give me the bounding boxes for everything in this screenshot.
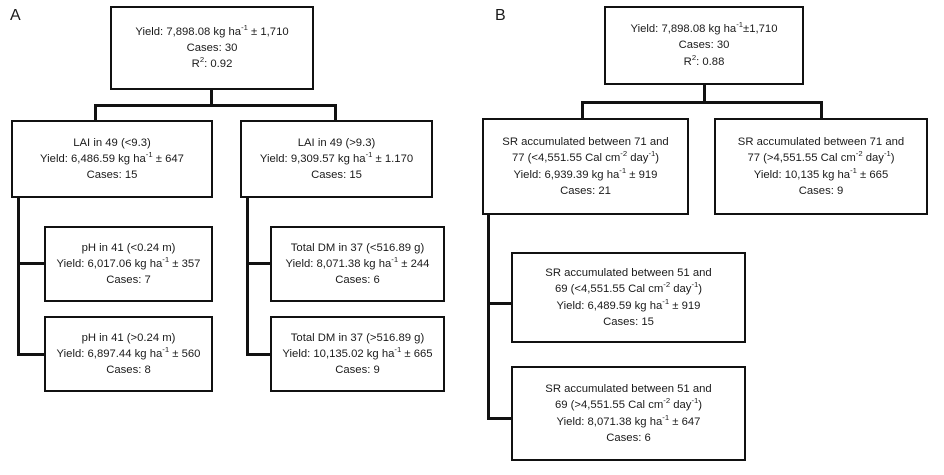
panel-b-sr51-low-node: SR accumulated between 51 and 69 (<4,551… <box>511 252 746 343</box>
panel-b-edge-to-sr71-low <box>581 101 584 119</box>
panel-b-sr51-high-cases: Cases: 6 <box>606 431 651 444</box>
panel-a-lai-low-cases: Cases: 15 <box>86 169 138 182</box>
panel-a-edge-to-dm-high <box>246 353 271 356</box>
panel-b-sr71-high-split-line1: SR accumulated between 71 and <box>737 136 905 149</box>
panel-b-edge-root-stem <box>703 85 706 103</box>
panel-b-sr51-low-yield: Yield: 6,489.59 kg ha-1 ± 919 <box>556 296 701 312</box>
panel-b-root-cases: Cases: 30 <box>678 39 730 52</box>
panel-b-sr71-high-node: SR accumulated between 71 and 77 (>4,551… <box>714 118 928 215</box>
panel-b-root-r2: R2: 0.88 <box>683 52 725 68</box>
panel-b-root-yield: Yield: 7,898.08 kg ha-1±1,710 <box>630 20 778 36</box>
panel-a-root-yield: Yield: 7,898.08 kg ha-1 ± 1,710 <box>135 23 289 38</box>
panel-a-ph-high-split: pH in 41 (>0.24 m) <box>81 331 176 344</box>
panel-a-edge-lai-low-stem <box>17 198 20 356</box>
panel-b-label: B <box>495 7 506 24</box>
panel-a-dm-high-yield: Yield: 10,135.02 kg ha-1 ± 665 <box>282 345 433 360</box>
panel-a-dm-high-split: Total DM in 37 (>516.89 g) <box>290 331 425 344</box>
panel-a-root-r2: R2: 0.92 <box>191 55 233 71</box>
panel-b-sr71-low-split-line2: 77 (<4,551.55 Cal cm-2 day-1) <box>511 149 660 165</box>
panel-a-edge-root-stem <box>210 90 213 106</box>
panel-a-edge-to-ph-low <box>17 262 45 265</box>
panel-a-lai-low-yield: Yield: 6,486.59 kg ha-1 ± 647 <box>40 150 184 165</box>
panel-a-dm-low-split: Total DM in 37 (<516.89 g) <box>290 241 425 254</box>
panel-b-sr51-low-split-line1: SR accumulated between 51 and <box>545 267 712 280</box>
panel-a-ph-low-split: pH in 41 (<0.24 m) <box>81 241 176 254</box>
panel-a-edge-to-lai-low <box>94 104 97 122</box>
panel-b-edge-to-sr51-high <box>487 417 514 420</box>
panel-a-ph-low-cases: Cases: 7 <box>106 274 151 287</box>
panel-b-sr71-high-cases: Cases: 9 <box>798 184 844 197</box>
panel-b-sr51-high-split-line2: 69 (>4,551.55 Cal cm-2 day-1) <box>554 396 703 412</box>
panel-a-ph-high-cases: Cases: 8 <box>106 364 151 377</box>
panel-b-edge-sr71-low-stem <box>487 215 490 420</box>
panel-b-sr71-high-split-line2: 77 (>4,551.55 Cal cm-2 day-1) <box>747 149 895 165</box>
panel-a-lai-high-yield: Yield: 9,309.57 kg ha-1 ± 1.170 <box>259 150 414 165</box>
panel-b-sr71-low-yield: Yield: 6,939.39 kg ha-1 ± 919 <box>513 165 658 181</box>
panel-a-root-cases: Cases: 30 <box>186 41 238 54</box>
panel-b-edge-to-sr51-low <box>487 302 514 305</box>
panel-a-dm-low-yield: Yield: 8,071.38 kg ha-1 ± 244 <box>285 255 430 270</box>
panel-b-sr71-low-cases: Cases: 21 <box>560 184 611 197</box>
panel-a-edge-root-bar <box>94 104 337 107</box>
panel-b-sr51-high-split-line1: SR accumulated between 51 and <box>545 383 712 396</box>
panel-b-edge-to-sr71-high <box>820 101 823 119</box>
panel-a-label: A <box>10 7 21 24</box>
panel-a-dm-high-cases: Cases: 9 <box>335 364 380 377</box>
panel-a-lai-low-split: LAI in 49 (<9.3) <box>73 136 151 149</box>
panel-b-sr71-high-yield: Yield: 10,135 kg ha-1 ± 665 <box>753 165 889 181</box>
panel-a-dm-low-cases: Cases: 6 <box>335 274 380 287</box>
panel-b-sr51-high-yield: Yield: 8,071.38 kg ha-1 ± 647 <box>556 412 701 428</box>
panel-a-dm-high-node: Total DM in 37 (>516.89 g) Yield: 10,135… <box>270 316 445 392</box>
panel-a-ph-high-node: pH in 41 (>0.24 m) Yield: 6,897.44 kg ha… <box>44 316 213 392</box>
panel-a-lai-low-node: LAI in 49 (<9.3) Yield: 6,486.59 kg ha-1… <box>11 120 213 198</box>
panel-b-sr51-low-split-line2: 69 (<4,551.55 Cal cm-2 day-1) <box>554 280 703 296</box>
panel-b-sr71-low-node: SR accumulated between 71 and 77 (<4,551… <box>482 118 689 215</box>
panel-a-edge-lai-high-stem <box>246 198 249 356</box>
panel-a-lai-high-node: LAI in 49 (>9.3) Yield: 9,309.57 kg ha-1… <box>240 120 433 198</box>
panel-a-ph-low-yield: Yield: 6,017.06 kg ha-1 ± 357 <box>56 255 201 270</box>
panel-a-ph-high-yield: Yield: 6,897.44 kg ha-1 ± 560 <box>56 345 201 360</box>
panel-a-edge-to-dm-low <box>246 262 271 265</box>
panel-b-edge-root-bar <box>581 101 823 104</box>
panel-a-edge-to-ph-high <box>17 353 45 356</box>
panel-a-edge-to-lai-high <box>334 104 337 122</box>
panel-a-dm-low-node: Total DM in 37 (<516.89 g) Yield: 8,071.… <box>270 226 445 302</box>
panel-b-root-node: Yield: 7,898.08 kg ha-1±1,710 Cases: 30 … <box>604 6 804 85</box>
panel-b-sr71-low-split-line1: SR accumulated between 71 and <box>502 136 669 149</box>
panel-a-ph-low-node: pH in 41 (<0.24 m) Yield: 6,017.06 kg ha… <box>44 226 213 302</box>
panel-a-root-node: Yield: 7,898.08 kg ha-1 ± 1,710 Cases: 3… <box>110 6 314 90</box>
panel-a-lai-high-split: LAI in 49 (>9.3) <box>297 136 376 149</box>
panel-a-lai-high-cases: Cases: 15 <box>311 169 362 182</box>
panel-b-sr51-high-node: SR accumulated between 51 and 69 (>4,551… <box>511 366 746 461</box>
panel-b-sr51-low-cases: Cases: 15 <box>603 315 654 328</box>
